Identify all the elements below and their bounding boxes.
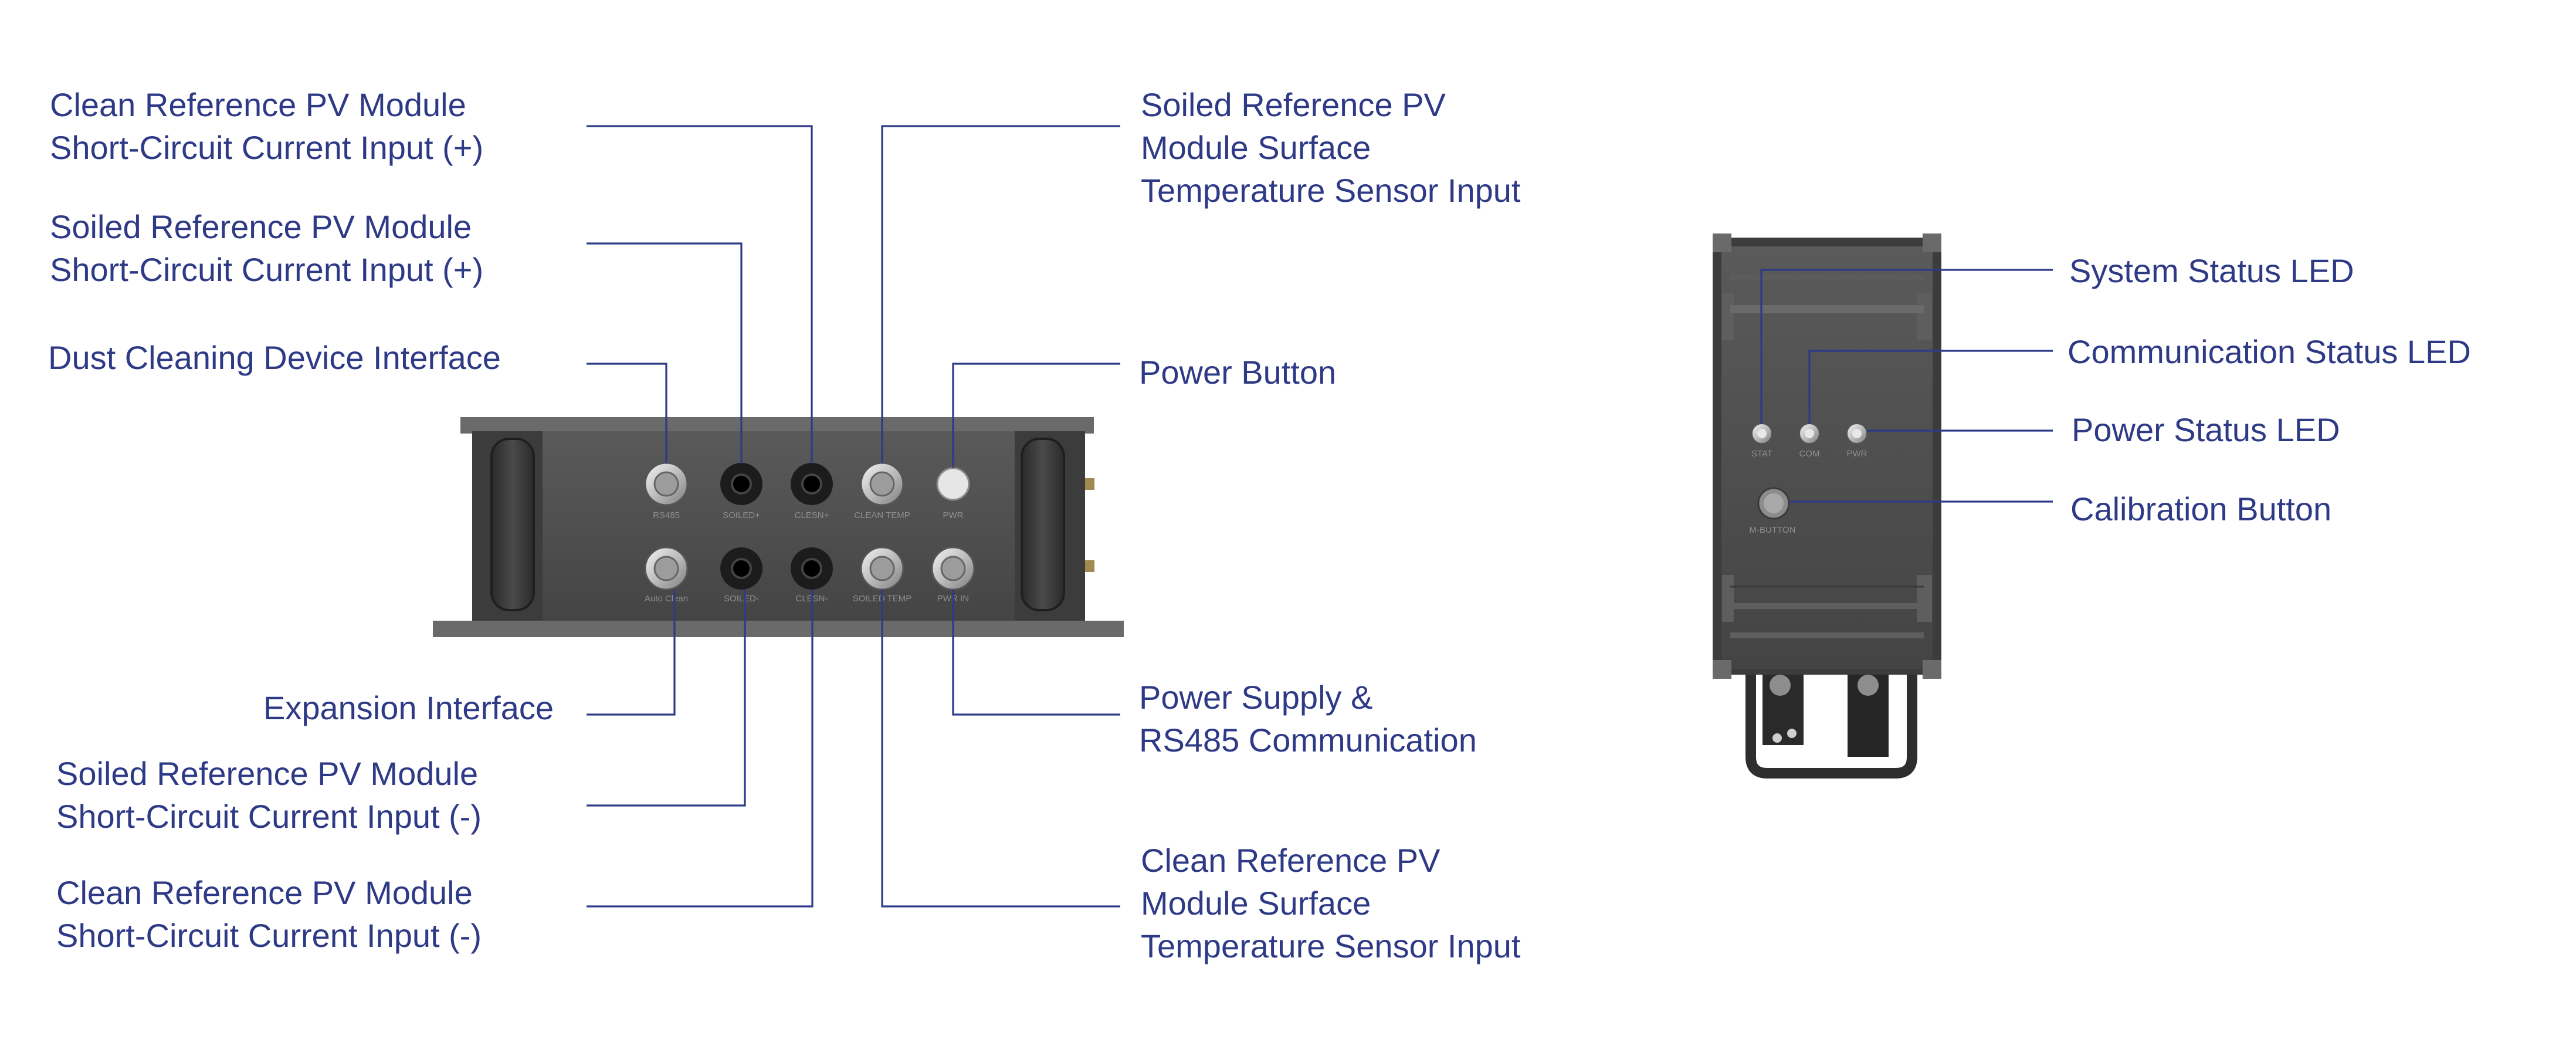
leader-clean-isc-neg [587, 590, 814, 908]
port-rs485 [644, 462, 689, 506]
port-label-soiled-neg: SOILED- [724, 594, 759, 604]
callout-line: Module Surface [1141, 129, 1371, 166]
port-label-auto-clean: Auto Clean [645, 594, 688, 604]
callout-clean-isc-neg: Clean Reference PV Module Short-Circuit … [56, 871, 482, 957]
callout-system-status: System Status LED [2069, 249, 2354, 292]
callout-line: Power Button [1139, 354, 1337, 391]
led-label-stat: STAT [1751, 449, 1772, 459]
leader-comm-status [1808, 350, 2053, 424]
callout-line: Temperature Sensor Input [1141, 172, 1521, 209]
callout-line: Clean Reference PV Module [56, 874, 473, 911]
system-status-led-icon [1751, 423, 1772, 444]
port-label-clean-temp: CLEAN TEMP [854, 510, 910, 520]
callout-line: Short-Circuit Current Input (-) [56, 798, 482, 835]
callout-clean-isc-pos: Clean Reference PV Module Short-Circuit … [50, 83, 483, 169]
port-label-clean-pos: CLESN+ [795, 510, 829, 520]
front-device: RS485 SOILED+ CLESN+ CLEAN TEMP PWR Auto… [433, 417, 1124, 637]
power-button[interactable] [936, 467, 970, 501]
callout-clean-temp: Clean Reference PV Module Surface Temper… [1141, 839, 1520, 967]
callout-line: Soiled Reference PV [1141, 86, 1446, 123]
callout-soiled-isc-neg: Soiled Reference PV Module Short-Circuit… [56, 752, 482, 838]
port-soiled-pos [720, 463, 762, 505]
leader-power-supply [952, 590, 1120, 716]
callout-line: Short-Circuit Current Input (+) [50, 129, 484, 166]
callout-line: Expansion Interface [263, 689, 554, 726]
port-clean-temp [860, 462, 904, 506]
led-label-com: COM [1799, 449, 1820, 459]
callout-line: Soiled Reference PV Module [50, 208, 472, 245]
callout-comm-status: Communication Status LED [2067, 330, 2471, 373]
side-device: STAT COM PWR M-BUTTON [1713, 233, 1941, 779]
callout-line: Calibration Button [2070, 490, 2332, 527]
callout-calibration: Calibration Button [2070, 488, 2331, 530]
button-label-m-button: M-BUTTON [1750, 525, 1796, 535]
callout-power-status: Power Status LED [2072, 408, 2340, 451]
leader-soiled-temp [881, 125, 1120, 463]
calibration-button[interactable] [1757, 487, 1790, 520]
callout-power-button: Power Button [1139, 351, 1336, 394]
leader-expansion [587, 590, 676, 716]
callout-power-supply: Power Supply & RS485 Communication [1139, 676, 1477, 761]
leader-lines [587, 125, 2053, 908]
callout-line: Dust Cleaning Device Interface [48, 339, 501, 376]
port-label-pwr: PWR [943, 510, 964, 520]
leader-clean-temp [881, 590, 1120, 908]
callout-line: RS485 Communication [1139, 722, 1477, 759]
callout-line: Clean Reference PV Module [50, 86, 466, 123]
leader-power-button [952, 363, 1120, 468]
power-status-led-icon [1846, 423, 1867, 444]
callout-soiled-isc-pos: Soiled Reference PV Module Short-Circuit… [50, 205, 483, 291]
callout-line: Clean Reference PV [1141, 842, 1440, 879]
port-soiled-neg [720, 547, 762, 590]
callout-line: Soiled Reference PV Module [56, 755, 479, 792]
right-handle [1021, 438, 1065, 611]
port-label-soiled-pos: SOILED+ [723, 510, 760, 520]
callout-line: System Status LED [2069, 252, 2354, 289]
callout-dust-cleaning: Dust Cleaning Device Interface [48, 336, 501, 379]
leader-soiled-isc-neg [587, 590, 746, 807]
callout-line: Power Supply & [1139, 679, 1373, 716]
callout-line: Communication Status LED [2067, 333, 2471, 370]
port-pwr-in [931, 546, 975, 591]
callout-line: Temperature Sensor Input [1141, 928, 1521, 964]
port-auto-clean [644, 546, 689, 591]
port-soiled-temp [860, 546, 904, 591]
leader-system-status [1760, 269, 2053, 424]
leader-clean-isc-pos [587, 125, 813, 463]
callout-soiled-temp: Soiled Reference PV Module Surface Tempe… [1141, 83, 1520, 212]
port-clean-neg [791, 547, 833, 590]
leader-dust-cleaning [587, 363, 667, 463]
port-label-rs485: RS485 [653, 510, 680, 520]
leader-soiled-isc-pos [587, 242, 743, 463]
communication-status-led-icon [1799, 423, 1820, 444]
led-label-pwr: PWR [1847, 449, 1867, 459]
callout-line: Short-Circuit Current Input (+) [50, 251, 484, 288]
callout-expansion: Expansion Interface [263, 686, 554, 729]
callout-line: Power Status LED [2072, 411, 2340, 448]
callout-line: Short-Circuit Current Input (-) [56, 917, 482, 954]
port-clean-pos [791, 463, 833, 505]
callout-line: Module Surface [1141, 885, 1371, 922]
left-handle [490, 438, 535, 611]
